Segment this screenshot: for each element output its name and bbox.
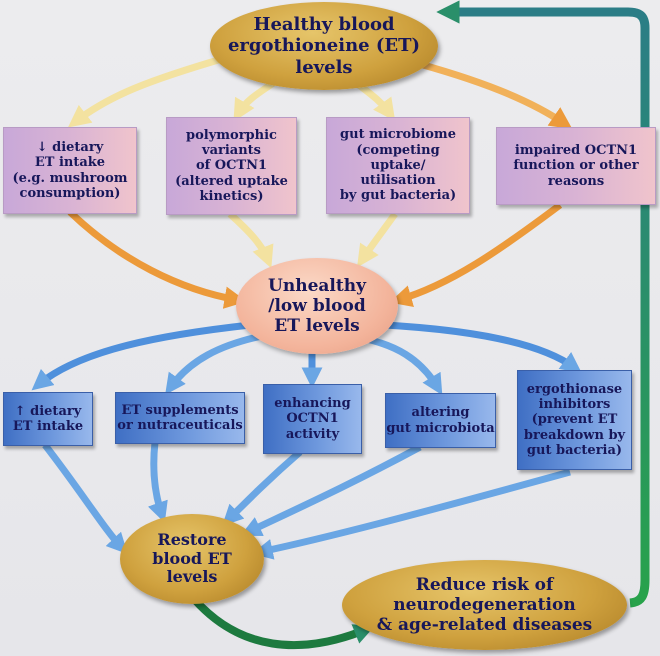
arrow-healthy-to-dietary <box>67 54 226 128</box>
intervention-octn1-activity: enhancing OCTN1 activity <box>263 384 362 454</box>
arrow-reduce-to-healthy <box>436 0 650 608</box>
arrow-unhealthy-to-dietary-up <box>31 321 251 391</box>
intervention-dietary-increase: ↑ dietary ET intake <box>3 392 93 446</box>
cause-impaired-octn1: impaired OCTN1 function or other reasons <box>496 127 656 205</box>
arrow-impaired-to-unhealthy <box>389 202 563 308</box>
arrow-unhealthy-to-inhibitors <box>384 321 582 374</box>
arrow-inhibitors-to-restore <box>251 468 571 560</box>
cause-dietary-intake: ↓ dietary ET intake (e.g. mushroom consu… <box>3 127 137 214</box>
node-reduce-risk: Reduce risk of neurodegeneration & age-r… <box>342 560 627 650</box>
arrow-dietary-up-to-restore <box>42 442 128 555</box>
cause-gut-microbiome: gut microbiome (competing uptake/ utilis… <box>326 117 470 214</box>
arrow-dietary-to-unhealthy <box>67 209 247 309</box>
arrow-healthy-to-octn1 <box>233 79 277 122</box>
intervention-ergothionase-inhibitors: ergothionase inhibitors (prevent ET brea… <box>517 370 632 470</box>
node-unhealthy-et-levels: Unhealthy /low blood ET levels <box>236 258 398 354</box>
arrow-healthy-to-impaired <box>404 56 573 130</box>
arrow-supplements-to-restore <box>147 441 168 523</box>
arrow-microbiota-to-restore <box>240 443 422 537</box>
arrow-octn1-to-unhealthy <box>227 211 274 269</box>
arrow-octn1-activity-to-restore <box>222 449 303 526</box>
intervention-gut-microbiota: altering gut microbiota <box>385 393 496 448</box>
arrow-unhealthy-to-microbiota <box>361 334 443 396</box>
arrow-unhealthy-to-supplements <box>165 332 263 395</box>
cause-octn1-variants: polymorphic variants of OCTN1 (altered u… <box>166 117 297 215</box>
node-restore-et-levels: Restore blood ET levels <box>120 514 264 604</box>
intervention-supplements: ET supplements or nutraceuticals <box>115 392 245 444</box>
arrow-microbiome-to-unhealthy <box>357 211 398 268</box>
node-healthy-et-levels: Healthy blood ergothioneine (ET) levels <box>210 2 438 90</box>
arrow-restore-to-reduce <box>192 597 375 650</box>
